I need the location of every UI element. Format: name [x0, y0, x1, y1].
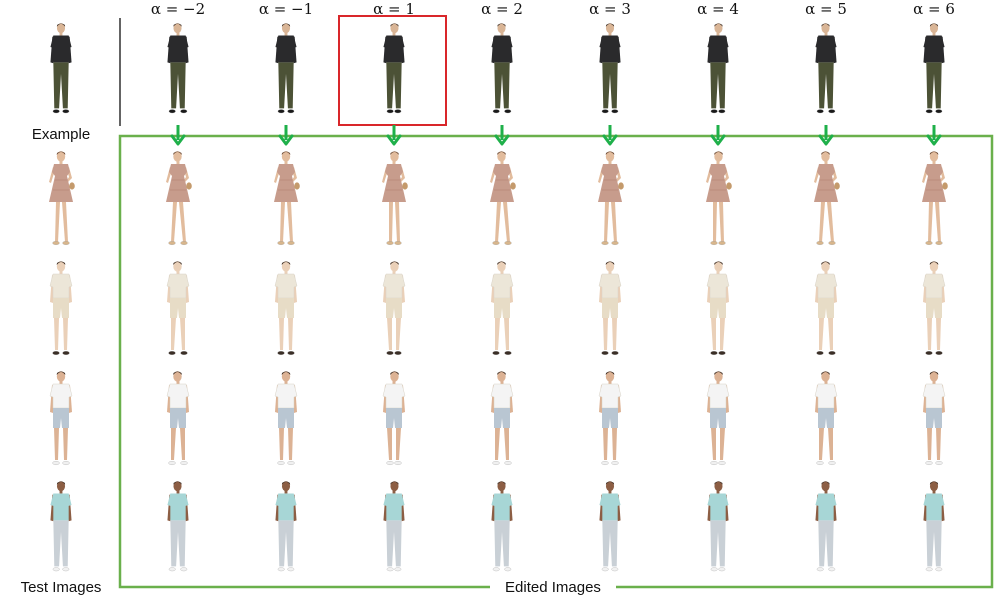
example-edit-image	[383, 23, 405, 114]
alpha-header-8: α = 6	[913, 0, 955, 18]
edited-image	[814, 151, 840, 245]
edited-image	[382, 151, 408, 245]
edited-image	[166, 371, 190, 465]
edited-images-label: Edited Images	[505, 579, 601, 596]
edited-image	[166, 261, 190, 355]
down-arrow-icon	[386, 125, 402, 146]
example-label: Example	[32, 126, 90, 143]
edited-image	[490, 261, 514, 355]
edit-arrows	[170, 125, 942, 146]
down-arrow-icon	[170, 125, 186, 146]
edited-image	[599, 481, 621, 572]
edited-image	[707, 481, 729, 572]
alpha-header-5: α = 3	[589, 0, 631, 18]
alpha-header-7: α = 5	[805, 0, 847, 18]
edited-image	[814, 261, 838, 355]
edited-image	[382, 371, 406, 465]
edited-image	[922, 151, 948, 245]
edited-image	[598, 151, 624, 245]
edited-image	[706, 261, 730, 355]
example-edit-image	[923, 23, 945, 114]
alpha-header-4: α = 2	[481, 0, 523, 18]
test-image-2	[49, 261, 73, 355]
alpha-header-3: α = 1	[373, 0, 415, 18]
edited-image	[814, 371, 838, 465]
edited-image	[815, 481, 837, 572]
edited-image	[598, 371, 622, 465]
edited-image	[491, 481, 513, 572]
edited-image	[383, 481, 405, 572]
edited-image	[274, 151, 300, 245]
edited-image	[706, 151, 732, 245]
edited-image	[490, 151, 516, 245]
edited-image	[923, 481, 945, 572]
edited-image	[490, 371, 514, 465]
test-image-1	[49, 151, 75, 245]
edited-image	[275, 481, 297, 572]
test-image-4	[50, 481, 72, 572]
edited-image	[922, 261, 946, 355]
edited-images-frame	[118, 134, 994, 589]
edited-image	[274, 261, 298, 355]
edited-image	[922, 371, 946, 465]
down-arrow-icon	[710, 125, 726, 146]
example-edit-image	[167, 23, 189, 114]
example-edit-image	[491, 23, 513, 114]
alpha-header-2: α = −1	[259, 0, 313, 18]
alpha-header-1: α = −2	[151, 0, 205, 18]
down-arrow-icon	[926, 125, 942, 146]
person-images-grid	[49, 23, 948, 572]
down-arrow-icon	[494, 125, 510, 146]
edited-image	[598, 261, 622, 355]
example-edit-image	[599, 23, 621, 114]
test-images-label: Test Images	[21, 579, 102, 596]
example-image	[50, 23, 72, 114]
edited-image	[166, 151, 192, 245]
test-image-3	[49, 371, 73, 465]
down-arrow-icon	[818, 125, 834, 146]
example-edit-image	[815, 23, 837, 114]
edited-image	[274, 371, 298, 465]
down-arrow-icon	[278, 125, 294, 146]
down-arrow-icon	[602, 125, 618, 146]
alpha-headers: α = −2 α = −1 α = 1 α = 2 α = 3 α = 4 α = 5 α =…	[151, 0, 955, 18]
edited-image	[706, 371, 730, 465]
edited-image	[382, 261, 406, 355]
edited-image	[167, 481, 189, 572]
alpha-header-6: α = 4	[697, 0, 739, 18]
example-edit-image	[707, 23, 729, 114]
example-edit-image	[275, 23, 297, 114]
